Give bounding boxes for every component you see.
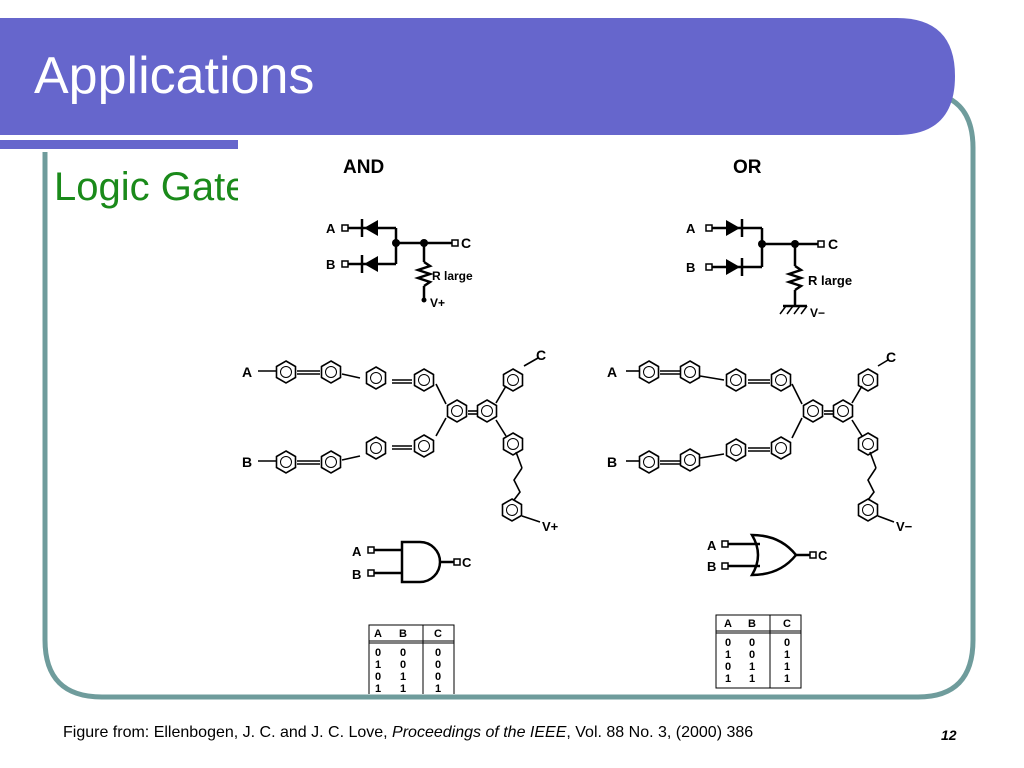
and-circuit-out: C bbox=[461, 235, 471, 251]
or-molecule-in-a: A bbox=[607, 364, 617, 380]
and-tt-cell: 1 bbox=[400, 683, 406, 694]
or-molecule-in-b: B bbox=[607, 454, 617, 470]
and-tt-cell: 0 bbox=[435, 671, 441, 683]
or-tt-cell: 0 bbox=[749, 649, 755, 661]
or-tt-cell: 1 bbox=[749, 661, 755, 673]
frame-border bbox=[42, 89, 976, 700]
and-tt-header-a: A bbox=[374, 628, 382, 640]
or-diode-b bbox=[726, 259, 740, 275]
or-truth-table bbox=[715, 614, 802, 689]
and-tt-cell: 0 bbox=[375, 671, 381, 683]
and-circuit-supply: V+ bbox=[430, 296, 445, 310]
logic-gates-figure: AND A B C R lar bbox=[242, 157, 913, 694]
and-tt-header-b: B bbox=[399, 628, 407, 640]
or-molecule-out: C bbox=[886, 349, 896, 365]
and-molecule-in-a: A bbox=[242, 364, 252, 380]
or-gate-symbol bbox=[721, 533, 817, 577]
and-gate-out: C bbox=[462, 555, 472, 570]
title-bar-underline bbox=[0, 140, 238, 149]
and-gate-in-b: B bbox=[352, 567, 361, 582]
and-truth-table-rows: 0 0 0 1 0 0 0 1 0 1 1 1 bbox=[375, 647, 441, 694]
and-tt-cell: 1 bbox=[400, 671, 406, 683]
and-molecule-in-b: B bbox=[242, 454, 252, 470]
and-circuit-in-a: A bbox=[326, 221, 336, 236]
or-circuit-in-b: B bbox=[686, 260, 695, 275]
and-tt-header-c: C bbox=[434, 628, 442, 640]
or-circuit-supply: V− bbox=[810, 306, 825, 320]
caption-suffix: , Vol. 88 No. 3, (2000) 386 bbox=[566, 724, 754, 741]
or-gate-in-a: A bbox=[707, 538, 717, 553]
slide-title: Applications bbox=[34, 47, 315, 105]
or-tt-cell: 1 bbox=[784, 661, 790, 673]
and-molecule bbox=[258, 357, 541, 523]
title-bar bbox=[0, 18, 955, 135]
and-tt-cell: 1 bbox=[375, 683, 381, 694]
or-tt-header-c: C bbox=[783, 618, 791, 630]
or-molecule-supply: V− bbox=[896, 519, 913, 534]
or-tt-cell: 1 bbox=[784, 673, 790, 685]
or-tt-cell: 0 bbox=[725, 661, 731, 673]
or-circuit-in-a: A bbox=[686, 221, 696, 236]
or-molecule bbox=[626, 359, 895, 523]
and-diode-b bbox=[364, 256, 378, 272]
or-diode-circuit bbox=[705, 224, 825, 315]
or-heading: OR bbox=[733, 157, 762, 178]
page-number: 12 bbox=[941, 727, 957, 743]
and-molecule-out: C bbox=[536, 347, 546, 363]
and-tt-cell: 1 bbox=[375, 659, 381, 671]
or-tt-header-b: B bbox=[748, 618, 756, 630]
caption-prefix: Figure from: Ellenbogen, J. C. and J. C.… bbox=[63, 724, 393, 741]
and-diode-circuit bbox=[341, 224, 459, 298]
or-circuit-resistor: R large bbox=[808, 273, 852, 288]
caption-journal: Proceedings of the IEEE bbox=[392, 724, 567, 741]
and-gate-in-a: A bbox=[352, 544, 362, 559]
or-tt-cell: 1 bbox=[725, 673, 731, 685]
and-gate-symbol bbox=[367, 540, 461, 584]
or-tt-cell: 1 bbox=[725, 649, 731, 661]
or-tt-cell: 0 bbox=[749, 637, 755, 649]
and-truth-table bbox=[368, 624, 455, 694]
or-truth-table-rows: 0 0 0 1 0 1 0 1 1 1 1 1 bbox=[725, 637, 790, 685]
and-tt-cell: 0 bbox=[400, 659, 406, 671]
and-tt-cell: 0 bbox=[435, 647, 441, 659]
and-truth-table-header: A B C bbox=[374, 628, 442, 640]
or-gate-out: C bbox=[818, 548, 828, 563]
or-diode-a bbox=[726, 220, 740, 236]
or-truth-table-header: A B C bbox=[724, 618, 791, 630]
figure-panel: AND A B C R lar bbox=[238, 140, 920, 694]
and-tt-cell: 0 bbox=[375, 647, 381, 659]
and-heading: AND bbox=[343, 157, 384, 178]
and-circuit-resistor: R large bbox=[432, 269, 473, 283]
and-molecule-supply: V+ bbox=[542, 519, 559, 534]
and-tt-cell: 0 bbox=[400, 647, 406, 659]
and-tt-cell: 0 bbox=[435, 659, 441, 671]
and-tt-cell: 1 bbox=[435, 683, 441, 694]
or-tt-cell: 1 bbox=[749, 673, 755, 685]
or-tt-cell: 0 bbox=[784, 637, 790, 649]
slide-subtitle: Logic Gates bbox=[54, 165, 268, 209]
or-tt-header-a: A bbox=[724, 618, 732, 630]
or-tt-cell: 1 bbox=[784, 649, 790, 661]
or-tt-cell: 0 bbox=[725, 637, 731, 649]
or-gate-in-b: B bbox=[707, 559, 716, 574]
and-circuit-in-b: B bbox=[326, 257, 335, 272]
or-circuit-out: C bbox=[828, 236, 838, 252]
figure-caption: Figure from: Ellenbogen, J. C. and J. C.… bbox=[63, 724, 753, 742]
and-diode-a bbox=[364, 220, 378, 236]
